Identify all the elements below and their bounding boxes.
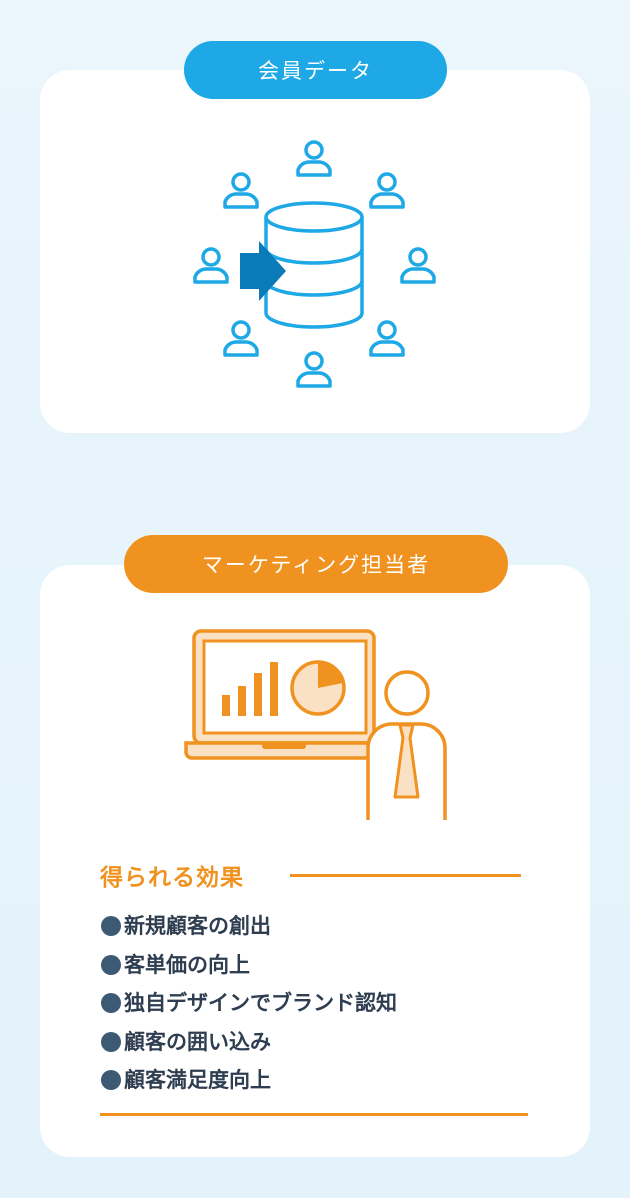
bullet-icon: [101, 916, 121, 937]
list-item: 顧客の囲い込み: [101, 1023, 397, 1062]
effect-text: 顧客の囲い込み: [124, 1029, 271, 1054]
database-people-illustration: [193, 140, 436, 388]
bullet-icon: [101, 954, 121, 975]
arrow-right-icon: [240, 241, 286, 301]
person-icon: [369, 172, 405, 209]
effects-list: 新規顧客の創出 客単価の向上 独自デザインでブランド認知 顧客の囲い込み 顧客満…: [101, 907, 397, 1100]
effect-text: 顧客満足度向上: [124, 1068, 271, 1092]
effect-text: 客単価の向上: [124, 952, 250, 977]
person-icon: [223, 320, 259, 357]
database-icon: [264, 201, 364, 329]
list-item: 新規顧客の創出: [101, 907, 397, 946]
person-icon: [296, 351, 332, 388]
presenter-illustration: [184, 629, 447, 820]
effects-title: 得られる効果: [100, 865, 244, 891]
member-data-label: 会員データ: [184, 41, 447, 99]
bottom-divider: [100, 1113, 528, 1116]
title-divider: [290, 874, 521, 877]
marketing-label: マーケティング担当者: [124, 535, 508, 593]
bullet-icon: [101, 1070, 121, 1091]
list-item: 独自デザインでブランド認知: [101, 984, 397, 1023]
effect-text: 独自デザインでブランド認知: [124, 991, 397, 1015]
bullet-icon: [101, 993, 121, 1014]
person-icon: [400, 247, 436, 284]
presenter-icon: [366, 670, 447, 820]
laptop-chart-icon: [184, 629, 384, 760]
list-item: 客単価の向上: [101, 946, 397, 985]
effect-text: 新規顧客の創出: [124, 914, 271, 938]
person-icon: [223, 172, 259, 209]
list-item: 顧客満足度向上: [101, 1061, 397, 1100]
bullet-icon: [101, 1031, 121, 1052]
person-icon: [369, 320, 405, 357]
person-icon: [193, 247, 229, 284]
person-icon: [296, 140, 332, 177]
